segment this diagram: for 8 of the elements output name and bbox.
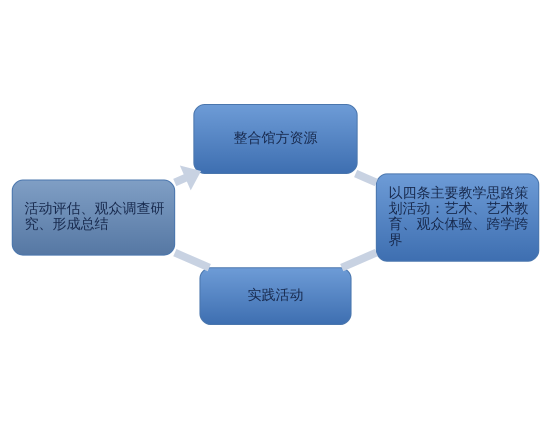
node-box: 活动评估、观众调查研究、形成总结 <box>12 178 176 256</box>
connector <box>340 248 378 271</box>
arrow <box>173 164 202 190</box>
connector <box>354 169 378 186</box>
connector <box>173 248 211 271</box>
node-box: 整合馆方资源 <box>193 103 358 174</box>
node-box: 实践活动 <box>199 266 352 325</box>
node-box: 以四条主要教学思路策划活动：艺术、艺术教育、观众体验、跨学跨界 <box>376 172 540 262</box>
